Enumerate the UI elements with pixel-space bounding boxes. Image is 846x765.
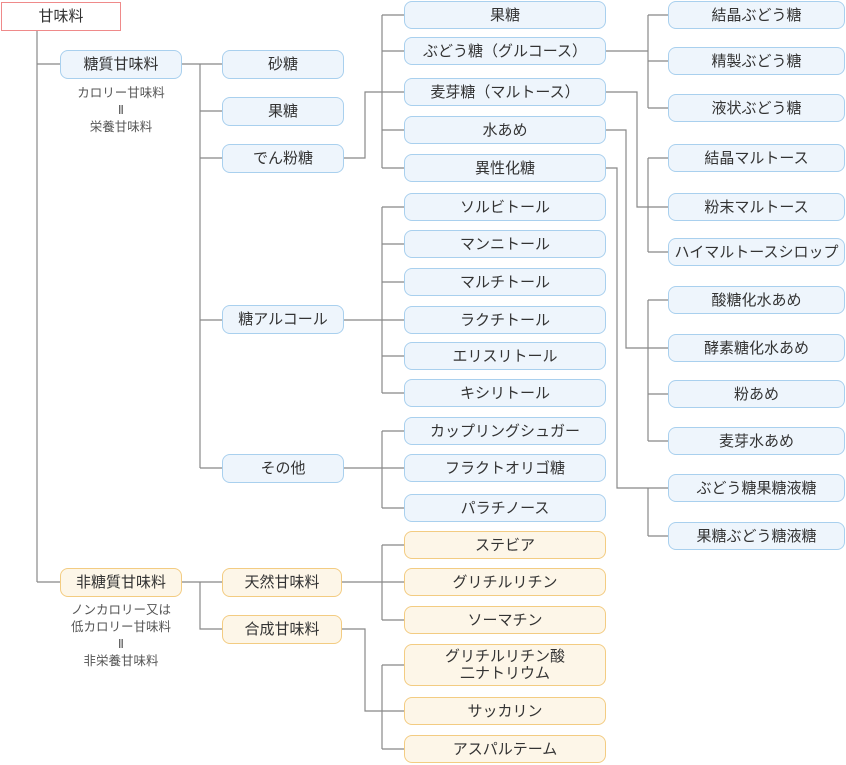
node-satou: 砂糖 — [222, 50, 344, 79]
mizuame-item: 酵素糖化水あめ — [668, 334, 845, 362]
budou-item: 結晶ぶどう糖 — [668, 1, 845, 29]
mizuame-item: 粉あめ — [668, 380, 845, 408]
natural-item: ソーマチン — [404, 606, 606, 634]
caption-line: 非栄養甘味料 — [83, 653, 159, 668]
denpun-item: 水あめ — [404, 116, 606, 144]
synthetic-item-line: グリチルリチン酸 — [444, 647, 565, 665]
denpun-item: 異性化糖 — [404, 154, 606, 182]
caption-line: ノンカロリー又は — [70, 602, 171, 617]
node-katou: 果糖 — [222, 97, 344, 126]
caption-line: Ⅱ — [117, 102, 125, 117]
synthetic-item-line: 二ナトリウム — [459, 664, 550, 682]
maltose-item: 粉末マルトース — [668, 193, 845, 221]
sugar-sweetener-caption: カロリー甘味料 Ⅱ 栄養甘味料 — [45, 84, 197, 135]
synthetic-item: グリチルリチン酸 二ナトリウム — [404, 644, 606, 686]
natural-item: グリチルリチン — [404, 568, 606, 596]
budou-item: 液状ぶどう糖 — [668, 94, 845, 122]
sugar-alcohol-item: ソルビトール — [404, 193, 606, 221]
caption-line: 栄養甘味料 — [89, 119, 153, 134]
denpun-item: 果糖 — [404, 1, 606, 29]
denpun-item: ぶどう糖（グルコース） — [404, 37, 606, 65]
caption-line: Ⅱ — [117, 636, 125, 651]
sugar-alcohol-item: ラクチトール — [404, 306, 606, 334]
sugar-alcohol-item: キシリトール — [404, 379, 606, 407]
sugar-alcohol-item: マルチトール — [404, 268, 606, 296]
node-other: その他 — [222, 454, 344, 483]
natural-item: ステビア — [404, 531, 606, 559]
sugar-alcohol-item: マンニトール — [404, 230, 606, 258]
iseika-item: 果糖ぶどう糖液糖 — [668, 522, 845, 550]
node-sugar-alcohol: 糖アルコール — [222, 305, 344, 334]
nonsugar-sweetener-node: 非糖質甘味料 — [60, 568, 182, 597]
denpun-item: 麦芽糖（マルトース） — [404, 78, 606, 106]
other-item: カップリングシュガー — [404, 417, 606, 445]
nonsugar-sweetener-caption: ノンカロリー又は 低カロリー甘味料 Ⅱ 非栄養甘味料 — [40, 601, 202, 669]
mizuame-item: 麦芽水あめ — [668, 427, 845, 455]
maltose-item: ハイマルトースシロップ — [668, 238, 845, 266]
other-item: パラチノース — [404, 494, 606, 522]
root-node: 甘味料 — [1, 2, 121, 31]
maltose-item: 結晶マルトース — [668, 144, 845, 172]
other-item: フラクトオリゴ糖 — [404, 454, 606, 482]
sugar-alcohol-item: エリスリトール — [404, 342, 606, 370]
iseika-item: ぶどう糖果糖液糖 — [668, 474, 845, 502]
budou-item: 精製ぶどう糖 — [668, 47, 845, 75]
node-denpun: でん粉糖 — [222, 144, 344, 173]
synthetic-item: サッカリン — [404, 697, 606, 725]
node-natural-sweetener: 天然甘味料 — [222, 568, 342, 597]
synthetic-item: アスパルテーム — [404, 735, 606, 763]
sugar-sweetener-node: 糖質甘味料 — [60, 50, 182, 79]
caption-line: カロリー甘味料 — [77, 85, 165, 100]
mizuame-item: 酸糖化水あめ — [668, 286, 845, 314]
node-synthetic-sweetener: 合成甘味料 — [222, 615, 342, 644]
caption-line: 低カロリー甘味料 — [70, 619, 171, 634]
